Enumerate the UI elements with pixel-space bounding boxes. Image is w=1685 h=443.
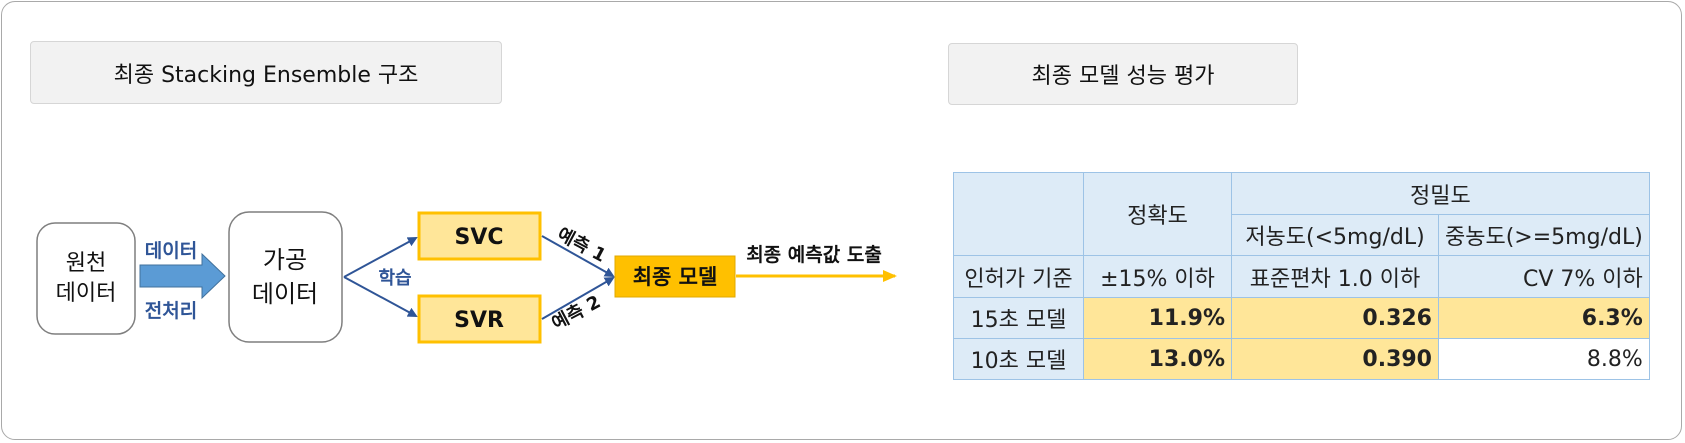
performance-table: 정확도 정밀도 저농도(<5mg/dL) 중농도(>=5mg/dL) 인허가 기… — [953, 172, 1650, 380]
final-model-label: 최종 모델 — [633, 265, 718, 289]
table-row: 15초 모델 11.9% 0.326 6.3% — [953, 297, 1650, 339]
row-mid: 6.3% — [1438, 297, 1650, 339]
processed-data-label-line2: 데이터 — [252, 280, 318, 308]
train-arrow-svr — [343, 276, 418, 317]
final-model-node — [614, 255, 736, 298]
header-row-1: 정확도 정밀도 — [953, 172, 1650, 256]
left-section-title: 최종 Stacking Ensemble 구조 — [30, 41, 502, 104]
header-low: 저농도(<5mg/dL) — [1231, 214, 1439, 256]
row-accuracy: 13.0% — [1083, 338, 1232, 380]
row-label: 15초 모델 — [953, 297, 1084, 339]
right-section-title: 최종 모델 성능 평가 — [948, 43, 1298, 105]
processed-data-node — [228, 211, 343, 343]
preprocess-block-arrow — [139, 252, 226, 300]
header-row-2: 저농도(<5mg/dL) 중농도(>=5mg/dL) — [954, 214, 1650, 256]
header-precision: 정밀도 — [1231, 172, 1650, 215]
criteria-accuracy: ±15% 이하 — [1083, 255, 1232, 298]
train-label: 학습 — [378, 267, 411, 289]
row-label: 10초 모델 — [953, 338, 1084, 380]
preprocess-label-top: 데이터 — [145, 240, 197, 262]
processed-data-label-line1: 가공 — [263, 246, 307, 274]
pred-arrow-1 — [541, 235, 615, 277]
row-accuracy: 11.9% — [1083, 297, 1232, 339]
header-empty-cell — [953, 172, 1084, 256]
criteria-label: 인허가 기준 — [953, 255, 1084, 298]
pred-label-1: 예측 1 — [554, 224, 610, 267]
train-arrow-svc — [343, 237, 418, 278]
criteria-low: 표준편차 1.0 이하 — [1231, 255, 1439, 298]
output-label: 최종 예측값 도출 — [746, 244, 882, 266]
pred-arrow-2 — [541, 276, 615, 320]
criteria-mid: CV 7% 이하 — [1438, 255, 1650, 298]
svr-label: SVR — [454, 308, 504, 333]
row-low: 0.390 — [1231, 338, 1439, 380]
preprocess-label-bottom: 전처리 — [145, 300, 197, 322]
raw-data-label-line1: 원천 — [66, 251, 106, 276]
svc-node — [417, 211, 542, 261]
row-mid: 8.8% — [1438, 338, 1650, 380]
table-row: 10초 모델 13.0% 0.390 8.8% — [953, 338, 1650, 380]
svr-node — [417, 294, 542, 344]
criteria-row: 인허가 기준 ±15% 이하 표준편차 1.0 이하 CV 7% 이하 — [953, 255, 1650, 298]
stacking-ensemble-diagram: 원천 데이터 데이터 전처리 가공 데이터 학습 SVC SVR 예측 1 예측… — [36, 211, 897, 344]
header-accuracy: 정확도 — [1083, 172, 1232, 256]
svc-label: SVC — [454, 225, 503, 250]
header-mid: 중농도(>=5mg/dL) — [1438, 214, 1650, 256]
raw-data-node — [36, 222, 136, 335]
raw-data-label-line2: 데이터 — [56, 281, 117, 306]
pred-label-2: 예측 2 — [548, 291, 604, 334]
row-low: 0.326 — [1231, 297, 1439, 339]
